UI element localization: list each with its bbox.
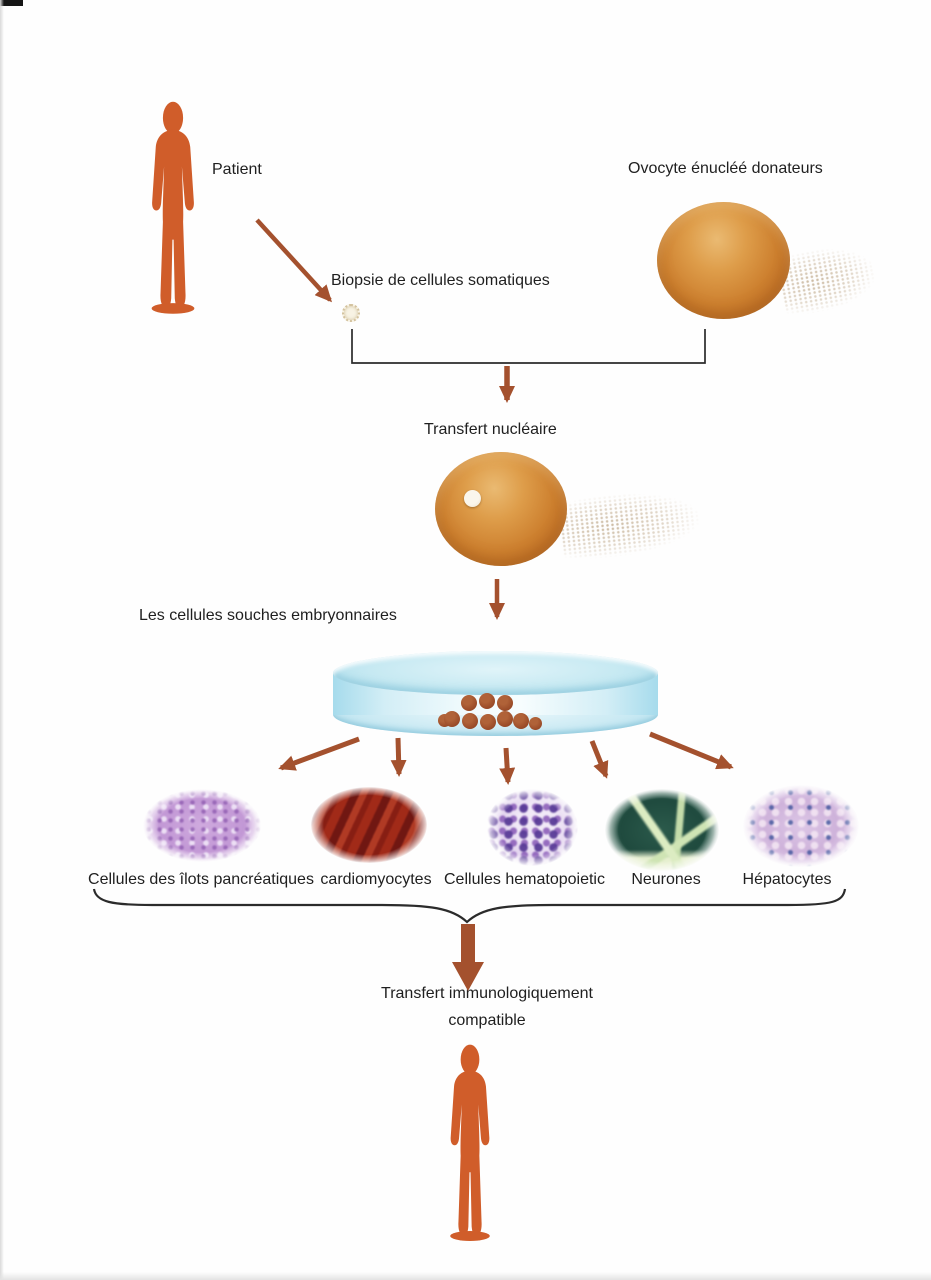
cell-label-cardiomyocytes: cardiomyocytes xyxy=(320,871,432,888)
oocyte-shadow xyxy=(775,240,881,318)
stem-cell xyxy=(479,693,495,709)
scan-artifact xyxy=(0,0,23,6)
fused-oocyte-shadow xyxy=(557,485,703,563)
stem-cell xyxy=(462,713,478,729)
cell-label-pancreatic: Cellules des îlots pancréatiques xyxy=(88,871,314,888)
stem-cell xyxy=(461,695,477,711)
transfert-immuno-line2: compatible xyxy=(448,1012,526,1029)
gather-brace xyxy=(92,888,847,924)
fan-arrow-pancreatic xyxy=(278,736,360,771)
biopsie-label: Biopsie de cellules somatiques xyxy=(331,272,550,289)
cell-label-hepatocytes: Hépatocytes xyxy=(742,871,832,888)
stem-cell xyxy=(497,711,513,727)
stem-cell xyxy=(444,711,460,727)
hepatocytes-image xyxy=(743,785,859,867)
scan-edge-bottom xyxy=(0,1272,931,1280)
fan-arrow-hepatocytes xyxy=(649,731,734,770)
recipient-silhouette-icon xyxy=(450,1044,490,1241)
petri-dish-rim xyxy=(333,651,658,695)
cellules-souches-label: Les cellules souches embryonnaires xyxy=(139,607,397,624)
transferred-nucleus xyxy=(464,490,481,507)
fused-oocyte xyxy=(435,452,567,566)
stem-cell xyxy=(529,717,542,730)
pancreatic-islets-image xyxy=(143,789,261,862)
petri-dish xyxy=(333,651,658,737)
transfert-immuno-line1: Transfert immunologiquement xyxy=(381,985,593,1002)
cell-label-hematopoietic: Cellules hematopoietic xyxy=(444,871,605,888)
stem-cell xyxy=(497,695,513,711)
transfert-nucleaire-label: Transfert nucléaire xyxy=(424,421,557,438)
neurons-image xyxy=(605,789,719,871)
scan-edge-left xyxy=(0,0,4,1280)
hematopoietic-cells-image xyxy=(486,789,578,866)
cardiomyocytes-image xyxy=(311,787,427,863)
stem-cell xyxy=(480,714,496,730)
stem-cell xyxy=(513,713,529,729)
patient-silhouette-icon xyxy=(151,101,195,314)
ovocyte-label: Ovocyte énucléé donateurs xyxy=(628,160,823,177)
fan-arrow-cardiomyocytes xyxy=(390,737,407,777)
join-bracket xyxy=(351,329,706,364)
somatic-cell xyxy=(342,304,360,322)
cell-label-neurones: Neurones xyxy=(631,871,701,888)
biopsy-arrow xyxy=(255,218,333,303)
fan-arrow-hematopoietic xyxy=(499,747,516,785)
final-transfer-arrow xyxy=(452,924,484,991)
patient-label: Patient xyxy=(212,161,262,178)
fan-arrow-neurones xyxy=(589,740,609,779)
donor-oocyte xyxy=(657,202,790,319)
